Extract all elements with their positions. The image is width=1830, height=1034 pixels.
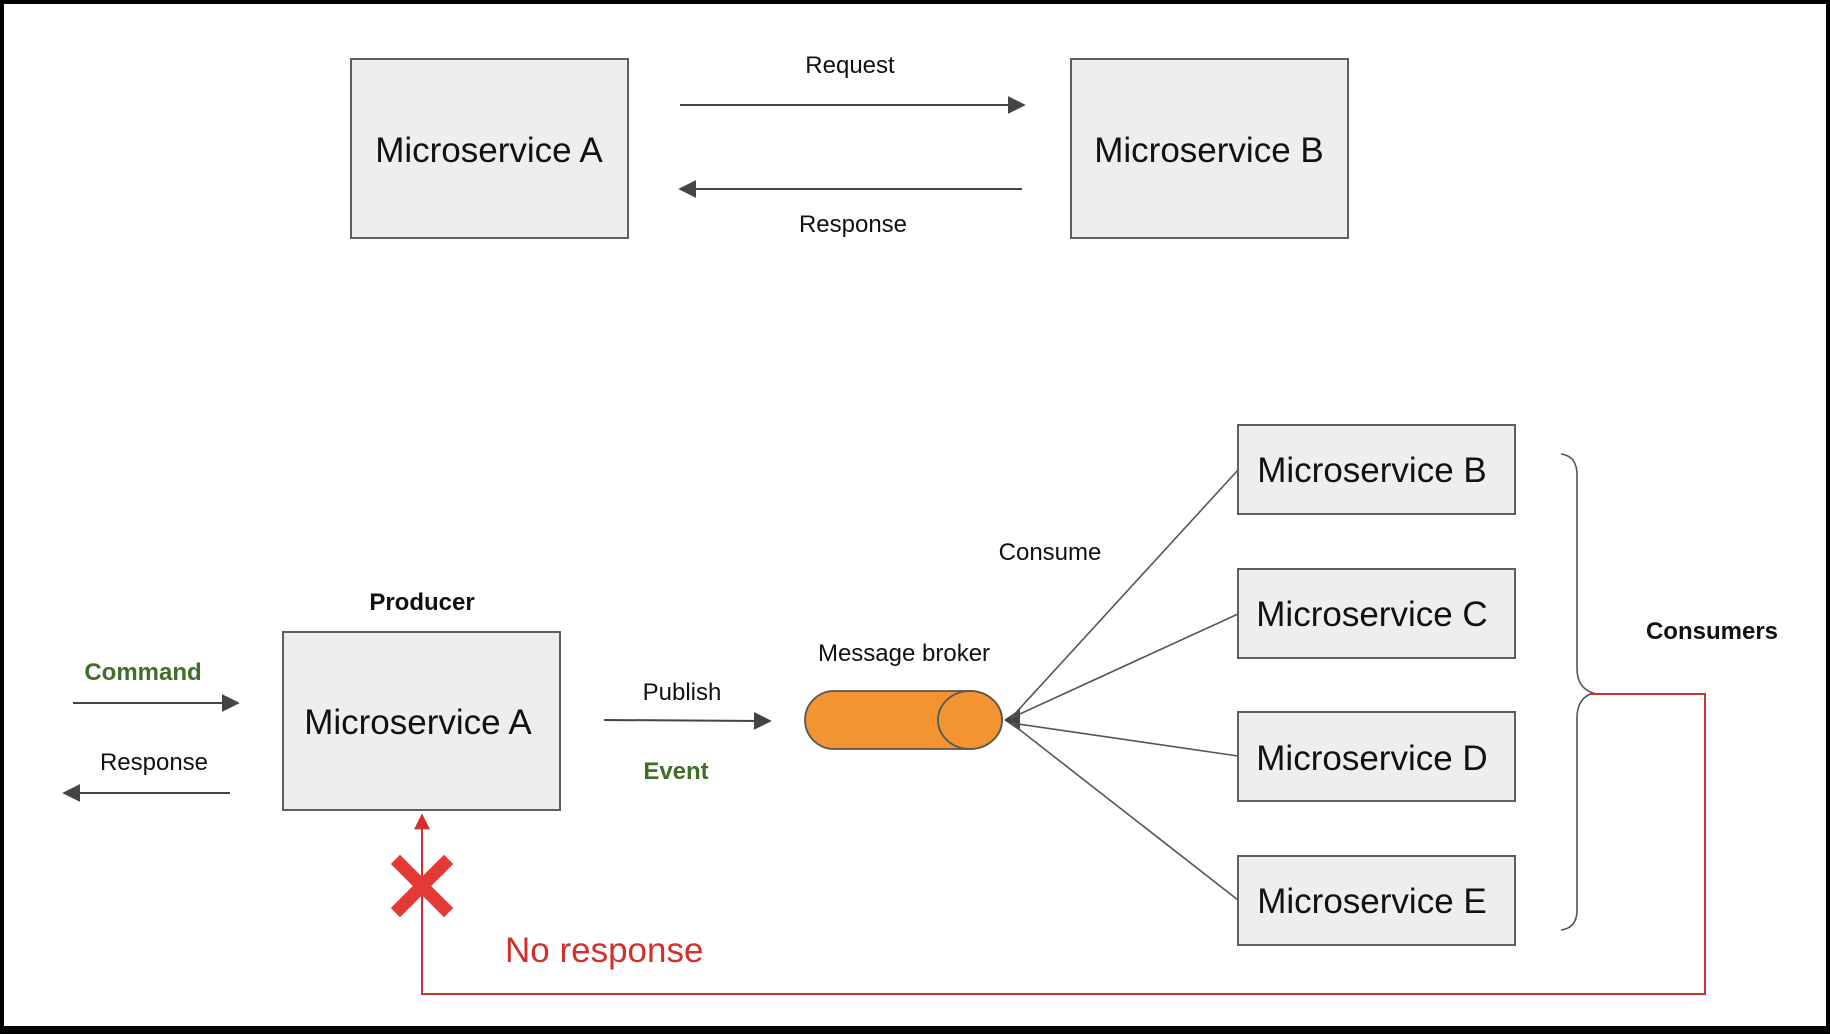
producer-label: Producer	[369, 589, 474, 616]
red-x-icon	[390, 854, 454, 918]
consumer-box-e	[1237, 855, 1516, 946]
command-label: Command	[84, 659, 201, 686]
consume-line-c	[1010, 613, 1239, 719]
top-microservice-b-box	[1070, 58, 1349, 239]
consumers-brace	[1560, 453, 1596, 931]
no-response-label: No response	[505, 931, 703, 970]
event-label: Event	[643, 758, 708, 785]
no-response-path	[414, 693, 1706, 995]
consume-line-e	[1010, 722, 1239, 901]
consumers-label: Consumers	[1646, 618, 1778, 645]
slide	[4, 4, 1826, 1026]
broker-arrowhead	[1004, 709, 1020, 731]
message-broker-cylinder	[804, 690, 1003, 750]
publish-arrow	[603, 711, 772, 730]
bottom-response-label: Response	[100, 749, 208, 776]
producer-microservice-a-box	[282, 631, 561, 811]
top-response-label: Response	[799, 211, 907, 238]
consumer-label-c: Microservice C	[1256, 595, 1487, 634]
consumer-label-e: Microservice E	[1257, 882, 1486, 921]
top-microservice-a-box	[350, 58, 629, 239]
consumer-label-b: Microservice B	[1257, 451, 1486, 490]
publish-label: Publish	[643, 679, 722, 706]
consume-line-d	[1010, 722, 1239, 757]
consume-label: Consume	[999, 539, 1102, 566]
consumer-box-b	[1237, 424, 1516, 515]
message-broker-label: Message broker	[818, 640, 990, 667]
consumer-box-d	[1237, 711, 1516, 802]
top-microservice-b-label: Microservice B	[1094, 131, 1323, 170]
producer-microservice-a-label: Microservice A	[304, 703, 532, 742]
consumer-box-c	[1237, 568, 1516, 659]
consumer-label-d: Microservice D	[1256, 739, 1487, 778]
top-microservice-a-label: Microservice A	[375, 131, 603, 170]
consume-line-b	[1010, 469, 1239, 719]
request-label: Request	[805, 52, 895, 79]
